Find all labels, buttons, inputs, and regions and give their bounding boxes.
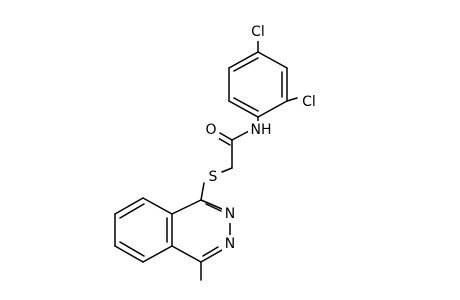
nitrogen-atom: N xyxy=(222,205,238,223)
bond xyxy=(231,130,250,141)
bond xyxy=(114,245,144,263)
bond xyxy=(257,51,288,69)
bond xyxy=(114,197,144,215)
bond xyxy=(233,97,259,112)
bond xyxy=(200,199,223,210)
chlorine-atom: Cl xyxy=(247,23,269,41)
atom-label: Cl xyxy=(251,24,265,40)
chlorine-atom: Cl xyxy=(298,93,320,111)
bond xyxy=(205,203,222,212)
bonds xyxy=(114,39,298,281)
atom-label: N xyxy=(225,236,235,252)
atom-label: Cl xyxy=(302,94,316,110)
bond xyxy=(233,57,259,72)
bond xyxy=(219,132,233,141)
bond xyxy=(228,51,259,69)
bond xyxy=(142,245,173,263)
atom-label: N xyxy=(225,206,235,222)
bond xyxy=(119,241,145,257)
bond xyxy=(217,137,231,146)
bond xyxy=(202,246,219,257)
bond xyxy=(286,97,298,102)
bond xyxy=(257,100,288,118)
bond xyxy=(221,167,233,173)
bond xyxy=(119,203,145,219)
bond xyxy=(200,182,205,201)
oxygen-atom: O xyxy=(203,121,219,139)
atom-label: S xyxy=(209,169,218,185)
nitrogen-atom: NH xyxy=(248,121,272,139)
bond xyxy=(171,245,202,263)
bond xyxy=(228,100,259,118)
nitrogen-atom: N xyxy=(222,235,238,253)
atom-labels: Cl Cl NH O S N N xyxy=(203,23,320,253)
bond xyxy=(200,249,223,263)
bond xyxy=(171,199,202,215)
sulfur-atom: S xyxy=(205,168,221,186)
bond xyxy=(142,197,173,215)
atom-label: NH xyxy=(251,122,272,138)
atom-label: O xyxy=(205,122,216,138)
